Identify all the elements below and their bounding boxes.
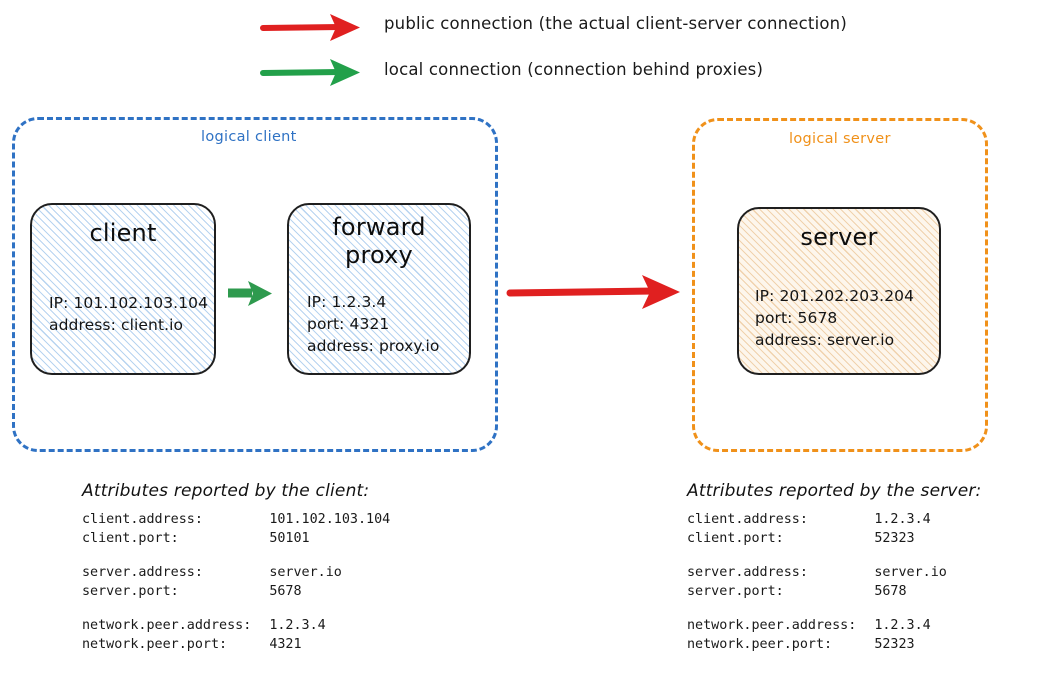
- attribute-value: 52323: [874, 531, 915, 547]
- attribute-row: client.address: 1.2.3.4: [687, 510, 947, 529]
- attribute-key: server.port:: [82, 584, 179, 600]
- attribute-value: server.io: [269, 565, 342, 581]
- attribute-value: 101.102.103.104: [269, 512, 391, 527]
- legend-green-arrow-icon: [260, 59, 360, 86]
- node-client[interactable]: client IP: 101.102.103.104 address: clie…: [30, 203, 216, 375]
- attributes-client-heading: Attributes reported by the client:: [82, 481, 370, 501]
- attribute-value: 52323: [874, 637, 915, 653]
- attributes-server-table: client.address: 1.2.3.4 client.port: 52323 s…: [687, 510, 947, 654]
- attribute-key: client.port:: [82, 531, 179, 547]
- node-forward-proxy-details: IP: 1.2.3.4 port: 4321 address: proxy.io: [307, 293, 440, 355]
- logical-server-container: [692, 118, 988, 452]
- attribute-key: server.address:: [82, 565, 203, 581]
- attribute-row: network.peer.address: 1.2.3.4: [687, 616, 947, 635]
- attribute-value: 4321: [269, 637, 302, 653]
- attribute-value: 1.2.3.4: [269, 618, 326, 634]
- attribute-row: server.address: server.io: [82, 563, 390, 582]
- attr-row-spacer: [82, 548, 390, 563]
- node-forward-proxy[interactable]: forward proxy IP: 1.2.3.4 port: 4321 add…: [287, 203, 471, 375]
- legend-red-arrow-icon: [260, 14, 360, 41]
- attribute-row: client.port: 52323: [687, 529, 947, 548]
- attribute-row: network.peer.address: 1.2.3.4: [82, 616, 390, 635]
- attribute-row: client.address: 101.102.103.104: [82, 510, 390, 529]
- attribute-value: 5678: [269, 584, 302, 600]
- attribute-row: network.peer.port: 52323: [687, 635, 947, 654]
- attr-row-spacer: [82, 601, 390, 616]
- node-client-details: IP: 101.102.103.104 address: client.io: [49, 294, 209, 334]
- attribute-row: network.peer.port: 4321: [82, 635, 390, 654]
- attribute-key: network.peer.address:: [82, 618, 252, 634]
- attribute-value: 50101: [269, 531, 310, 547]
- attribute-row: server.port: 5678: [687, 582, 947, 601]
- attribute-row: client.port: 50101: [82, 529, 390, 548]
- attribute-value: server.io: [874, 565, 947, 581]
- attribute-value: 5678: [874, 584, 907, 600]
- node-server-title: server: [800, 223, 878, 251]
- logical-client-container: [12, 117, 498, 452]
- attributes-client-table: client.address: 101.102.103.104 client.por…: [82, 510, 390, 654]
- node-client-title: client: [89, 219, 157, 247]
- attribute-value: 1.2.3.4: [874, 618, 931, 634]
- attribute-key: client.address:: [687, 512, 808, 527]
- attribute-key: client.port:: [687, 531, 784, 547]
- attribute-row: server.port: 5678: [82, 582, 390, 601]
- attribute-key: network.peer.port:: [687, 637, 833, 653]
- attribute-value: 1.2.3.4: [874, 512, 931, 527]
- attr-row-spacer: [687, 548, 947, 563]
- attribute-key: client.address:: [82, 512, 203, 527]
- legend-arrows: [260, 14, 360, 86]
- legend-label-public-connection: public connection (the actual client-ser…: [384, 14, 847, 33]
- attribute-key: network.peer.port:: [82, 637, 228, 653]
- node-forward-proxy-title: forward proxy: [332, 213, 426, 270]
- attribute-key: network.peer.address:: [687, 618, 857, 634]
- logical-server-title: logical server: [789, 131, 891, 147]
- node-server-details: IP: 201.202.203.204 port: 5678 address: …: [755, 287, 915, 349]
- legend-label-local-connection: local connection (connection behind prox…: [384, 60, 764, 79]
- logical-client-title: logical client: [201, 129, 297, 145]
- attributes-client-block: Attributes reported by the client: clien…: [82, 481, 390, 654]
- attributes-server-block: Attributes reported by the server: clien…: [687, 481, 981, 654]
- attribute-row: server.address: server.io: [687, 563, 947, 582]
- public-connection-arrow-icon: [506, 275, 680, 309]
- attribute-key: server.port:: [687, 584, 784, 600]
- attributes-server-heading: Attributes reported by the server:: [687, 481, 982, 501]
- node-server[interactable]: server IP: 201.202.203.204 port: 5678 ad…: [737, 207, 941, 375]
- attribute-key: server.address:: [687, 565, 808, 581]
- attr-row-spacer: [687, 601, 947, 616]
